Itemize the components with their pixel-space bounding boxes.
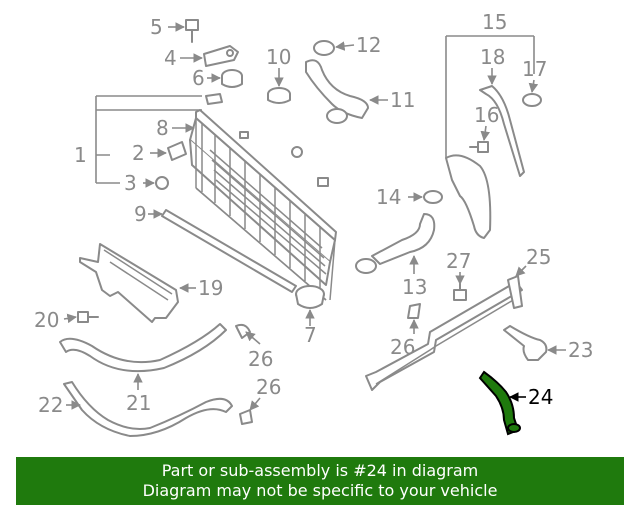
info-banner: Part or sub-assembly is #24 in diagram D…	[16, 457, 624, 505]
callout-23: 23	[568, 338, 593, 362]
callout-22: 22	[38, 393, 63, 417]
callout-13: 13	[402, 275, 427, 299]
callout-9: 9	[134, 202, 147, 226]
hose-21-part	[59, 323, 227, 373]
banner-line-1: Part or sub-assembly is #24 in diagram	[161, 461, 479, 480]
radiator-core	[195, 118, 336, 301]
callout-18: 18	[480, 45, 505, 69]
screw-part	[469, 141, 489, 153]
radiator-cap-part	[267, 87, 291, 104]
lower-hose-part	[371, 213, 436, 265]
clip-26a-part	[407, 303, 421, 319]
upper-hose-part	[305, 59, 369, 119]
callout-2: 2	[132, 141, 145, 165]
callout-7: 7	[304, 323, 317, 347]
callout-10: 10	[266, 45, 291, 69]
clip-26b-part	[235, 323, 251, 339]
callout-17: 17	[522, 57, 547, 81]
callout-11: 11	[390, 88, 415, 112]
hose-23-part	[503, 325, 548, 361]
callout-6: 6	[192, 66, 205, 90]
callout-27: 27	[446, 249, 471, 273]
callout-24-highlighted: 24	[528, 385, 553, 409]
callout-4: 4	[164, 46, 177, 70]
banner-line-2: Diagram may not be specific to your vehi…	[142, 481, 498, 500]
callout-26-left: 26	[248, 347, 273, 371]
callout-labels: 5 4 6 10 12 11 8 1 2 3 9 19 7 15 18 17 1…	[34, 10, 593, 417]
callout-26-bottom: 26	[256, 375, 281, 399]
reservoir-clamp-part	[522, 93, 542, 107]
leader-lines	[63, 22, 566, 411]
callout-25: 25	[526, 245, 551, 269]
callout-8: 8	[156, 116, 169, 140]
callout-16: 16	[474, 103, 499, 127]
baffle-part	[79, 243, 179, 323]
o-ring-part	[155, 176, 169, 190]
pipe-part	[365, 281, 523, 391]
callout-12: 12	[356, 33, 381, 57]
clamp-part	[313, 40, 335, 56]
reservoir-tank-part	[445, 154, 492, 239]
cushion-part	[221, 69, 243, 88]
seal-strip-part	[161, 209, 297, 293]
callout-3: 3	[124, 171, 137, 195]
drain-plug-part	[167, 141, 187, 161]
clip-26c-part	[239, 409, 253, 425]
hose-22-part	[63, 381, 233, 437]
hose-24-highlighted-part[interactable]	[478, 370, 520, 436]
hose-clamp-part	[423, 190, 443, 204]
cushion-lower-part	[295, 285, 325, 309]
overflow-hose-part	[479, 85, 525, 177]
bracket-part	[203, 45, 239, 67]
bolt-20-part	[77, 311, 99, 323]
callout-5: 5	[150, 15, 163, 39]
mount-part	[205, 93, 223, 105]
bolt-part	[185, 19, 199, 43]
callout-20: 20	[34, 308, 59, 332]
callout-15: 15	[482, 10, 507, 34]
callout-1: 1	[74, 143, 87, 167]
callout-26-center: 26	[390, 335, 415, 359]
callout-14: 14	[376, 185, 401, 209]
callout-21: 21	[126, 391, 151, 415]
bolt-27-part	[453, 283, 467, 301]
callout-19: 19	[198, 276, 223, 300]
